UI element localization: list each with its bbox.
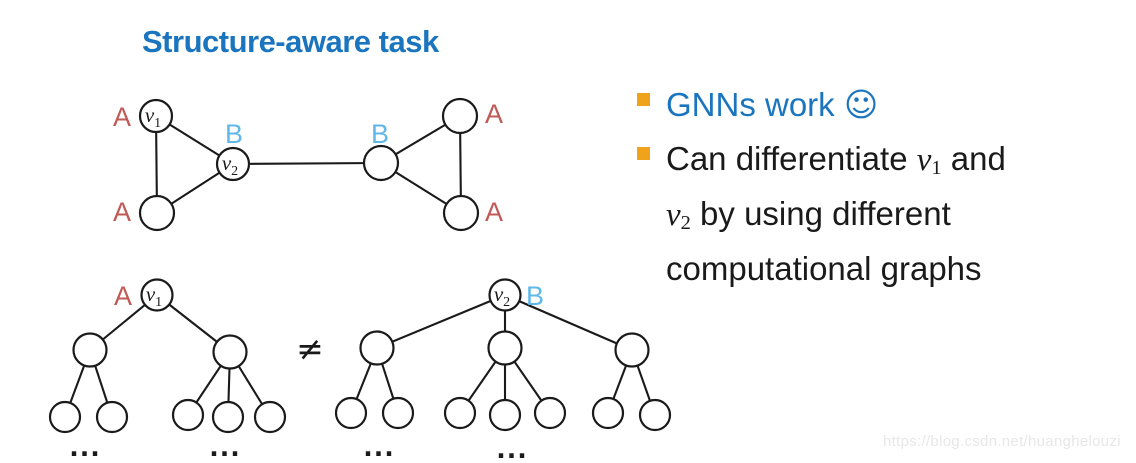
top-graph-nodes — [138, 97, 480, 232]
tree-v1-nodes — [48, 278, 287, 434]
bullet-list: GNNs work ☺ Can differentiate v1 and v2 b… — [637, 78, 1136, 296]
graph-node — [362, 144, 400, 182]
math-v1: v1 — [916, 142, 942, 180]
tree-node — [95, 400, 129, 434]
tree-node — [533, 396, 567, 430]
computational-tree-v1: v1 A ... ... — [48, 278, 287, 462]
bullet-text-gnns-work: GNNs work ☺ — [666, 78, 878, 132]
tree-node — [212, 334, 248, 370]
graph-node-v2 — [215, 146, 251, 182]
smiley-icon: ☺ — [843, 85, 879, 124]
tree-node — [171, 398, 205, 432]
bullet-differentiate: Can differentiate v1 and v2 by using diff… — [637, 132, 1136, 296]
ellipsis: ... — [496, 435, 528, 463]
tree-root-v2 — [488, 278, 522, 312]
tree-root-v1 — [140, 278, 174, 312]
tree-node — [443, 396, 477, 430]
feature-label-a: A — [485, 99, 503, 129]
bullet-label: GNNs work — [666, 86, 844, 123]
bullet-gnns-work: GNNs work ☺ — [637, 78, 1136, 132]
ellipsis: ... — [209, 433, 241, 462]
tree-node — [381, 396, 415, 430]
graph-diagram: v1 v2 A A A A B B v1 A .. — [48, 97, 672, 463]
bullet-segment: Can differentiate — [666, 140, 917, 177]
tree-edge — [504, 294, 633, 351]
tree-node — [487, 330, 523, 366]
tree-root-label-v2: v2 — [494, 282, 510, 310]
tree-v2-nodes — [334, 278, 672, 432]
watermark-url: https://blog.csdn.net/huanghelouzi — [883, 433, 1121, 450]
feature-label-a: A — [113, 197, 131, 227]
tree-node — [638, 398, 672, 432]
bullet-segment: computational graphs — [666, 250, 982, 287]
tree-edge — [376, 294, 506, 349]
graph-node-v1 — [138, 98, 174, 134]
tree-node — [334, 396, 368, 430]
graph-node — [138, 194, 176, 232]
feature-label-b: B — [526, 281, 544, 311]
node-label-v2: v2 — [222, 151, 238, 179]
tree-node — [488, 398, 522, 432]
bullet-text-differentiate: Can differentiate v1 and v2 by using diff… — [666, 132, 1006, 296]
graph-edge — [232, 161, 382, 166]
tree-node — [211, 400, 245, 434]
feature-label-a: A — [485, 197, 503, 227]
tree-node — [614, 332, 650, 368]
page-title: Structure-aware task — [142, 24, 439, 59]
top-graph: v1 v2 A A A A B B — [113, 97, 503, 232]
tree-node — [72, 332, 108, 368]
bullet-segment: and — [941, 140, 1006, 177]
bullet-segment: by using different — [690, 195, 951, 232]
tree-root-label-v1: v1 — [146, 282, 162, 310]
node-label-v1: v1 — [145, 103, 161, 131]
tree-node — [48, 400, 82, 434]
computational-tree-v2: v2 B ... ... — [334, 278, 672, 463]
math-v2: v2 — [666, 197, 691, 235]
feature-label-b: B — [225, 119, 243, 149]
bullet-square-icon — [637, 147, 650, 160]
tree-node — [253, 400, 287, 434]
graph-node — [441, 97, 479, 135]
not-equal-sign: ≠ — [296, 329, 324, 368]
bullet-square-icon — [637, 93, 650, 106]
graph-node — [442, 194, 480, 232]
ellipsis: ... — [363, 433, 395, 462]
feature-label-b: B — [371, 119, 389, 149]
ellipsis: ... — [69, 433, 101, 462]
top-graph-edges — [154, 115, 463, 214]
feature-label-a: A — [113, 102, 131, 132]
feature-label-a: A — [114, 281, 132, 311]
tree-node — [591, 396, 625, 430]
tree-node — [359, 330, 395, 366]
